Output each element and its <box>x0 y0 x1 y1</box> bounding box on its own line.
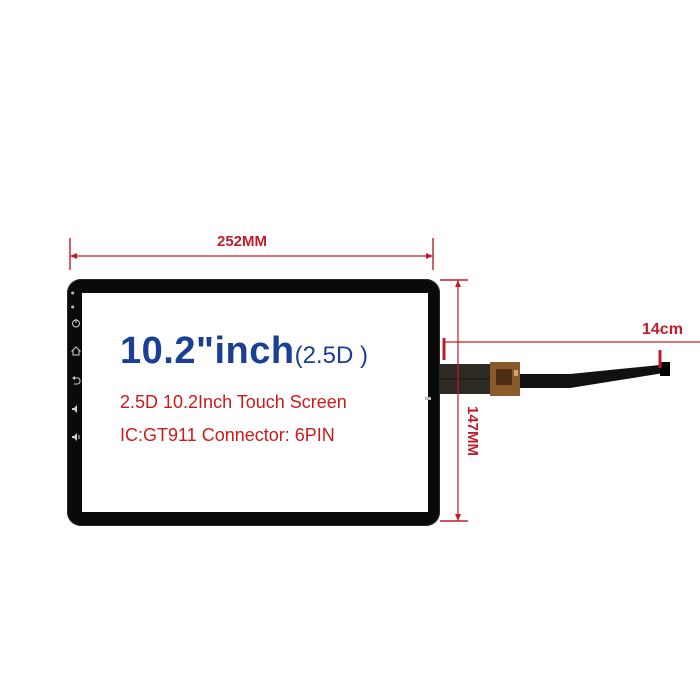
mic-label: ● <box>71 290 75 295</box>
active-area <box>82 293 428 512</box>
home-icon <box>71 346 81 356</box>
height-dimension-line <box>440 279 468 522</box>
spec-line-2: IC:GT911 Connector: 6PIN <box>120 425 335 445</box>
height-label: 147MM <box>464 406 481 457</box>
back-icon <box>72 376 81 385</box>
cable-connector-end <box>660 362 670 376</box>
size-text: 10.2"inch <box>120 330 295 372</box>
bezel-mark <box>425 397 431 400</box>
spec-line-1: 2.5D 10.2Inch Touch Screen <box>120 392 347 412</box>
type-text: (2.5D ) <box>294 342 368 369</box>
flex-cable <box>440 362 671 396</box>
screen-size-title: 10.2"inch(2.5D ) <box>120 330 368 373</box>
rst-label: ● <box>71 304 75 309</box>
cable-dimension-line <box>442 338 700 368</box>
volume-up-icon <box>72 433 80 441</box>
volume-down-icon <box>72 405 77 413</box>
width-dimension-line <box>69 238 434 270</box>
cable-length-label: 14cm <box>642 321 683 338</box>
width-label: 252MM <box>217 233 268 250</box>
power-icon <box>72 319 80 328</box>
